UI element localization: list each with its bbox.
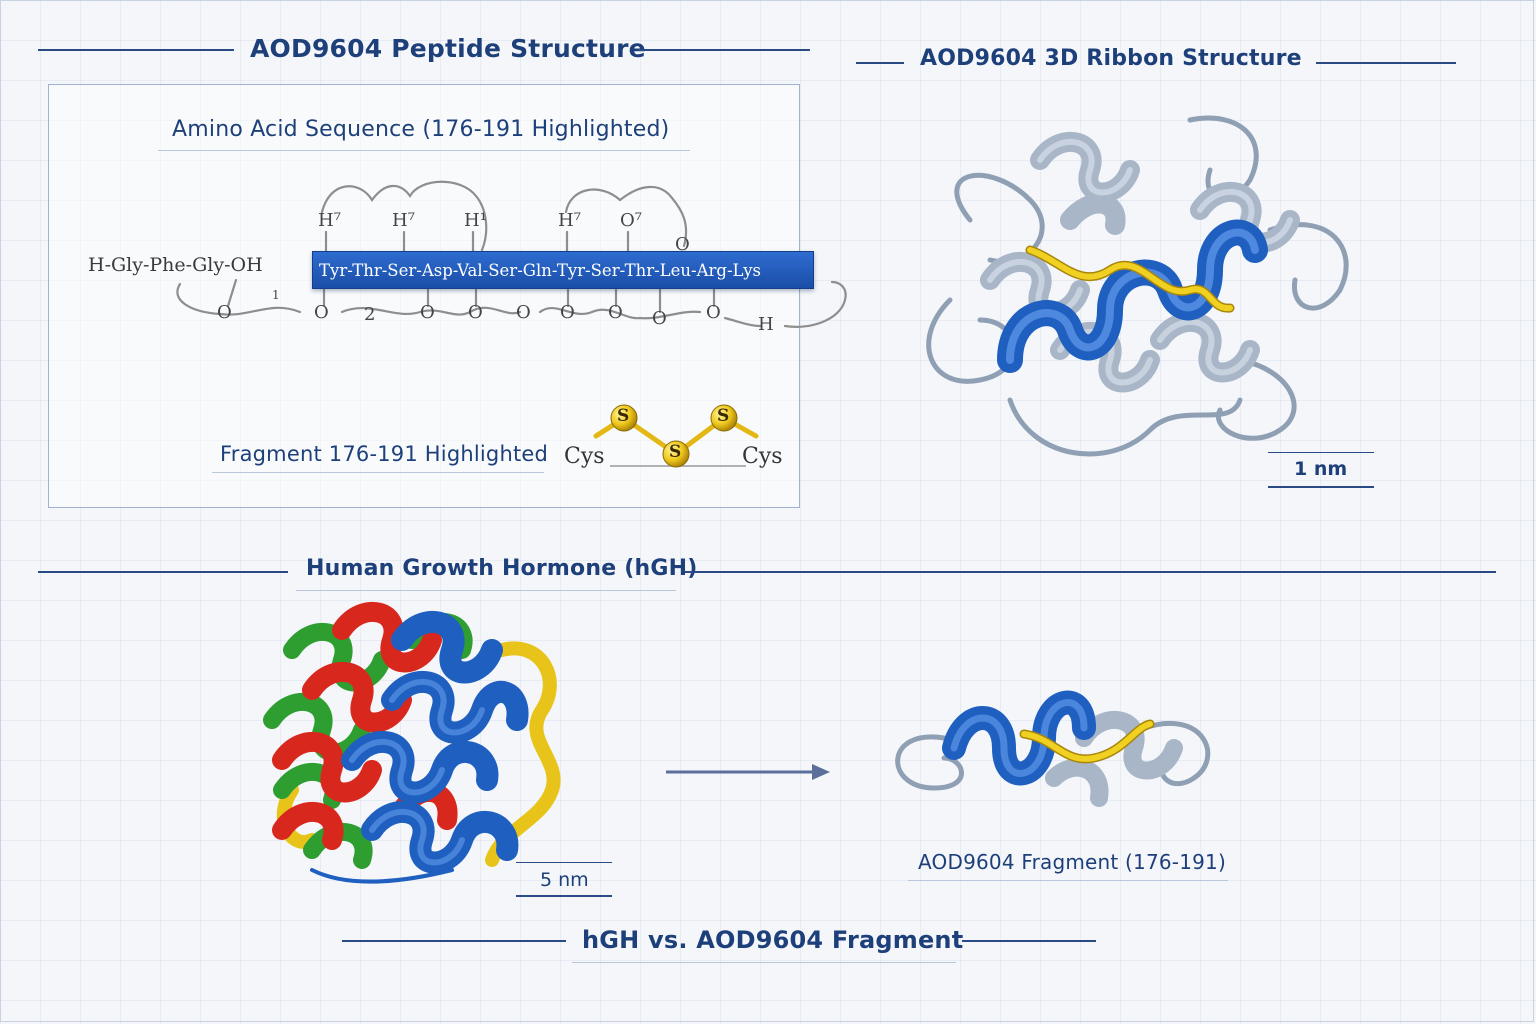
sulfur-atom-label: S <box>617 406 630 426</box>
fragment-underline <box>212 472 544 473</box>
bond-label: H⁷ <box>558 210 581 231</box>
bond-label: O <box>675 234 690 255</box>
scale-bar-5nm <box>516 895 612 897</box>
chain-label: 1 <box>272 288 280 302</box>
aod9604-ribbon-structure <box>926 115 1349 457</box>
chain-label: O <box>217 302 232 323</box>
hgh-section-title: Human Growth Hormone (hGH) <box>306 556 698 581</box>
disulfide-bridge <box>593 404 759 468</box>
sequence-panel <box>48 84 800 508</box>
chain-label: O <box>652 308 667 329</box>
aod9604-fragment-ribbon <box>895 690 1211 807</box>
bond-label: O⁷ <box>620 210 642 231</box>
bond-label: H¹ <box>464 210 487 231</box>
ribbon-structure-title: AOD9604 3D Ribbon Structure <box>920 46 1302 71</box>
scale-label-1nm: 1 nm <box>1294 458 1348 480</box>
scale-bar-1nm <box>1268 486 1374 488</box>
comparison-underline <box>572 962 956 963</box>
subtitle-underline <box>158 150 690 151</box>
bond-label: H⁷ <box>318 210 341 231</box>
hgh-title-rule-b <box>684 571 1496 573</box>
fragment-caption: AOD9604 Fragment (176-191) <box>918 850 1226 874</box>
comparison-rule-b <box>962 940 1096 942</box>
fragment-highlighted-label: Fragment 176-191 Highlighted <box>220 442 549 466</box>
chain-label: O <box>608 302 623 323</box>
comparison-rule-a <box>342 940 566 942</box>
chain-label: 2 <box>364 304 376 325</box>
title-rule-right-b <box>1316 62 1456 64</box>
title-rule-right-a <box>856 62 904 64</box>
comparison-arrow <box>666 764 830 780</box>
title-rule-left-a <box>38 49 234 51</box>
hgh-ribbon-structure <box>263 602 561 884</box>
sequence-subtitle: Amino Acid Sequence (176-191 Highlighted… <box>172 117 670 142</box>
sulfur-atom-label: S <box>669 442 682 462</box>
cys-right-label: Cys <box>742 444 783 469</box>
chain-label: O <box>314 302 329 323</box>
n-terminal-label: H-Gly-Phe-Gly-OH <box>88 254 263 276</box>
bond-label: H⁷ <box>392 210 415 231</box>
scale-bar-top-1nm <box>1268 452 1374 453</box>
chain-label: O <box>468 302 483 323</box>
chain-label: O <box>420 302 435 323</box>
chain-label: O <box>560 302 575 323</box>
title-rule-left-b <box>638 49 810 51</box>
peptide-structure-title: AOD9604 Peptide Structure <box>250 34 646 63</box>
chain-label: O <box>516 302 531 323</box>
sulfur-atom-label: S <box>717 406 730 426</box>
fragment-caption-underline <box>908 880 1228 881</box>
scale-label-5nm: 5 nm <box>540 869 589 891</box>
highlighted-sequence-bar: Tyr-Thr-Ser-Asp-Val-Ser-Gln-Tyr-Ser-Thr-… <box>312 251 814 289</box>
scale-bar-top-5nm <box>516 862 612 863</box>
comparison-title: hGH vs. AOD9604 Fragment <box>582 926 964 954</box>
chain-label: H <box>758 314 774 335</box>
hgh-title-underline <box>296 590 676 591</box>
backbone-connectors <box>176 180 847 328</box>
chain-label: O <box>706 302 721 323</box>
cys-left-label: Cys <box>564 444 605 469</box>
hgh-title-rule-a <box>38 571 288 573</box>
